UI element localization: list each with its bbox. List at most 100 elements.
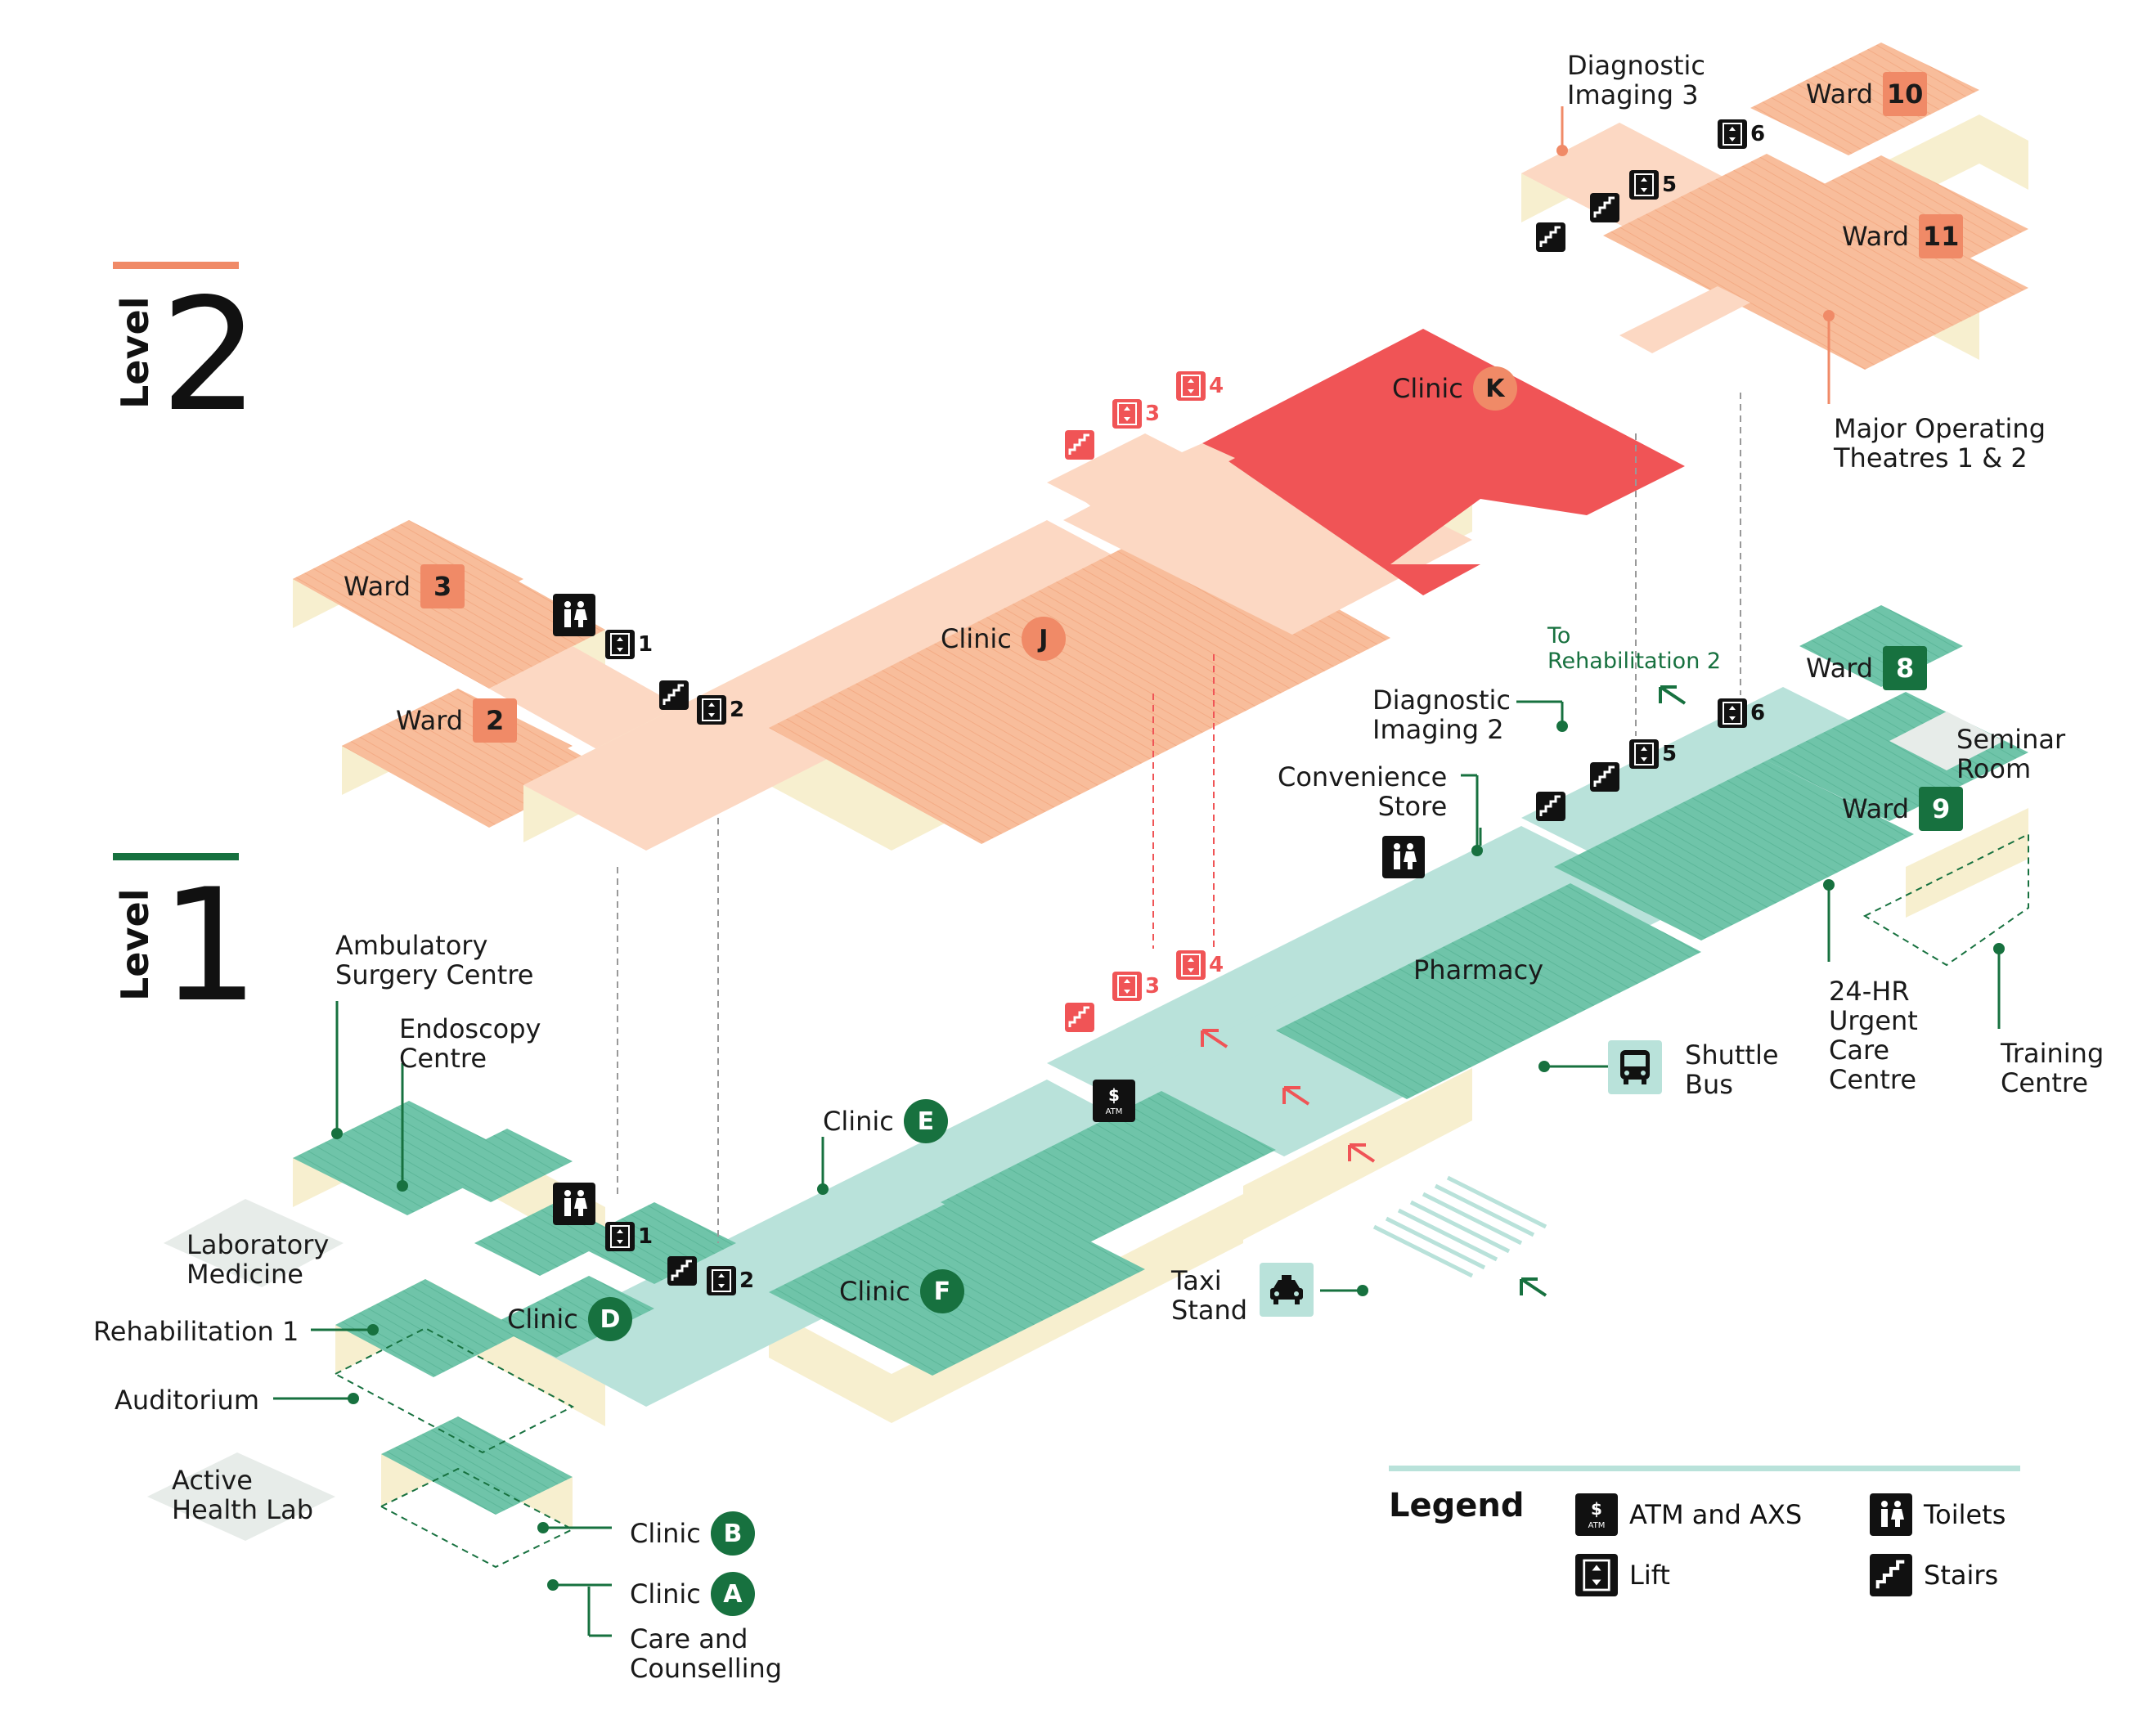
svg-text:ATM: ATM — [1106, 1107, 1123, 1116]
lift-number: 2 — [730, 698, 745, 722]
crosswalk — [1372, 1175, 1547, 1278]
lift-number: 4 — [1209, 374, 1224, 398]
ward-label: Ward — [1842, 221, 1910, 252]
major-operating-label: Major Operating Theatres 1 & 2 — [1834, 413, 2046, 474]
svg-text:$: $ — [1591, 1499, 1602, 1519]
training-label: Training Centre — [2001, 1038, 2104, 1098]
lift-icon: 4 — [1176, 950, 1224, 980]
svg-text:ATM: ATM — [1588, 1521, 1606, 1530]
clinic-letter: E — [903, 1099, 948, 1143]
toilet-icon — [553, 594, 595, 636]
legend-label: Stairs — [1924, 1560, 1999, 1591]
stairs-icon — [1536, 792, 1565, 821]
legend-stairs: Stairs — [1870, 1554, 1998, 1596]
ward-number: 2 — [473, 698, 518, 743]
ward-label: Ward — [1842, 793, 1910, 824]
stairs-icon — [667, 1256, 697, 1286]
clinic-k[interactable]: Clinic K — [1392, 366, 1517, 411]
legend-label: Toilets — [1924, 1499, 2006, 1530]
legend-atm: $ ATM ATM and AXS — [1575, 1493, 1802, 1536]
ward-number: 8 — [1883, 646, 1928, 690]
ward-3[interactable]: Ward 3 — [344, 564, 465, 608]
stairs-icon — [1065, 1003, 1094, 1032]
level1-word: Level — [113, 888, 157, 1001]
atm-icon: $ATM — [1093, 1080, 1135, 1122]
toilet-icon — [1382, 836, 1425, 878]
legend-title: Legend — [1389, 1487, 1525, 1524]
level1-number: 1 — [160, 855, 259, 1036]
legend-toilets: Toilets — [1870, 1493, 2006, 1536]
lift-number: 1 — [638, 1224, 654, 1249]
ambulatory-label: Ambulatory Surgery Centre — [335, 930, 534, 990]
clinic-letter: D — [587, 1297, 632, 1341]
lift-icon: 4 — [1176, 371, 1224, 401]
ward-8[interactable]: Ward 8 — [1806, 646, 1928, 690]
clinic-letter: K — [1472, 366, 1517, 411]
rehab1-label: Rehabilitation 1 — [93, 1316, 299, 1347]
ward-number: 11 — [1919, 214, 1964, 258]
lift-icon: 1 — [605, 1222, 653, 1251]
legend-lift: Lift — [1575, 1554, 1670, 1596]
clinic-label: Clinic — [941, 623, 1012, 654]
ward-9[interactable]: Ward 9 — [1842, 787, 1964, 831]
lift-number: 5 — [1662, 173, 1678, 197]
legend-rule — [1389, 1466, 2020, 1471]
bus-icon — [1608, 1040, 1662, 1094]
level-connectors — [617, 393, 1741, 1243]
toilet-icon — [553, 1183, 595, 1225]
toilet-icon — [1870, 1493, 1912, 1536]
lift-icon: 2 — [697, 695, 744, 725]
clinic-label: Clinic — [1392, 373, 1463, 404]
level1-building — [147, 605, 2029, 1569]
level2-bar — [113, 262, 239, 269]
ward-10[interactable]: Ward 10 — [1806, 72, 1928, 116]
clinic-letter: A — [710, 1572, 755, 1616]
ward-2[interactable]: Ward 2 — [396, 698, 518, 743]
urgent-care-label: 24-HR Urgent Care Centre — [1829, 976, 1918, 1095]
level2-word: Level — [113, 296, 157, 409]
lift-icon: 5 — [1629, 739, 1677, 769]
lift-number: 6 — [1750, 122, 1766, 146]
ward-11[interactable]: Ward 11 — [1842, 214, 1964, 258]
ward-label: Ward — [344, 571, 411, 602]
lift-icon: 3 — [1112, 972, 1160, 1001]
clinic-label: Clinic — [630, 1518, 701, 1549]
taxi-icon — [1260, 1263, 1314, 1317]
endoscopy-label: Endoscopy Centre — [399, 1013, 541, 1074]
clinic-f[interactable]: Clinic F — [839, 1269, 964, 1313]
clinic-b[interactable]: Clinic B — [630, 1511, 755, 1556]
clinic-label: Clinic — [823, 1106, 894, 1137]
lift-number: 5 — [1662, 742, 1678, 766]
clinic-e[interactable]: Clinic E — [823, 1099, 948, 1143]
clinic-j[interactable]: Clinic J — [941, 617, 1066, 661]
to-rehab2-label[interactable]: To Rehabilitation 2 — [1547, 623, 1722, 674]
lift-icon: 3 — [1112, 399, 1160, 429]
clinic-label: Clinic — [507, 1304, 578, 1335]
stairs-icon — [1065, 430, 1094, 460]
lift-number: 3 — [1145, 974, 1161, 999]
level2-number: 2 — [160, 265, 259, 446]
laboratory-label: Laboratory Medicine — [186, 1229, 330, 1290]
entrance-arrows — [1201, 685, 1687, 1297]
clinic-label: Clinic — [630, 1578, 701, 1609]
lift-icon: 1 — [605, 630, 653, 659]
taxi-label: Taxi Stand — [1171, 1265, 1248, 1326]
clinic-label: Clinic — [839, 1276, 910, 1307]
stairs-icon — [659, 680, 689, 710]
lift-icon: 6 — [1718, 119, 1765, 149]
stairs-icon — [1870, 1554, 1912, 1596]
clinic-d[interactable]: Clinic D — [507, 1297, 632, 1341]
seminar-label: Seminar Room — [1956, 724, 2066, 784]
convenience-label: Convenience Store — [1278, 761, 1448, 822]
auditorium-label: Auditorium — [115, 1385, 259, 1416]
lift-icon: 2 — [707, 1266, 754, 1295]
level1-bar — [113, 853, 239, 860]
clinic-a[interactable]: Clinic A — [630, 1572, 755, 1616]
shuttle-label: Shuttle Bus — [1685, 1039, 1779, 1100]
legend-label: Lift — [1629, 1560, 1670, 1591]
clinic-letter: F — [919, 1269, 964, 1313]
ward-label: Ward — [396, 705, 464, 736]
clinic-letter: B — [710, 1511, 755, 1556]
legend-label: ATM and AXS — [1629, 1499, 1803, 1530]
active-health-label: Active Health Lab — [172, 1465, 313, 1525]
